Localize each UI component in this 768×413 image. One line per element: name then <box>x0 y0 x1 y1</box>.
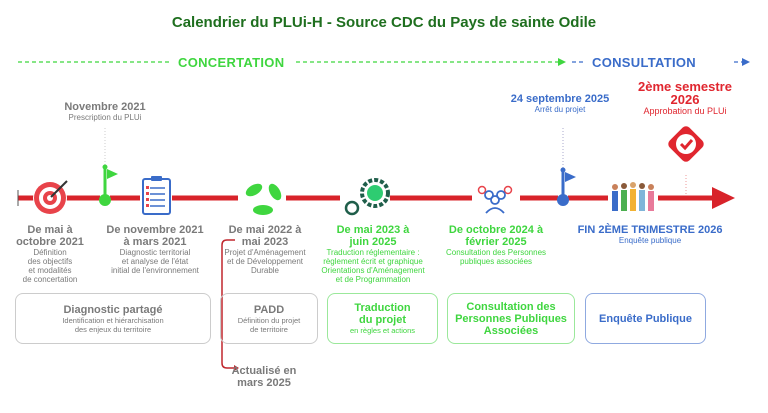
phase-box-padd: PADD Définition du projet de territoire <box>220 293 318 344</box>
box-title: Enquête Publique <box>599 312 692 325</box>
recycle-leaves-icon <box>238 178 286 218</box>
step-3: De mai 2022 à mai 2023 Projet d'Aménagem… <box>215 224 315 275</box>
phase-concertation: CONCERTATION <box>178 55 285 70</box>
step-6: FIN 2ÈME TRIMESTRE 2026 Enquête publique <box>560 224 740 245</box>
box-title: Consultation des <box>466 300 556 313</box>
step-desc: publiques associées <box>459 257 533 266</box>
step-date: De novembre 2021 <box>106 224 204 236</box>
step-1: De mai à octobre 2021 Définition des obj… <box>10 224 90 284</box>
step-date: octobre 2021 <box>16 236 84 248</box>
phase-consultation: CONSULTATION <box>592 55 696 70</box>
box-title: du projet <box>358 314 407 326</box>
step-desc: et analyse de l'état <box>121 257 189 266</box>
page-title: Calendrier du PLUi-H - Source CDC du Pay… <box>171 14 597 31</box>
step-date: De mai 2023 à <box>336 224 410 236</box>
step-date: De mai à <box>27 224 73 236</box>
step-desc: Projet d'Aménagement <box>224 248 306 257</box>
step-desc: et de Programmation <box>335 275 411 284</box>
box-title: PADD <box>253 303 285 316</box>
box-title: Traduction <box>354 302 411 314</box>
step-5: De octobre 2024 à février 2025 Consultat… <box>436 224 556 266</box>
box-title: Associées <box>483 324 539 337</box>
milestone-date: 2026 <box>670 92 700 107</box>
phase-box-consultation-ppa: Consultation des Personnes Publiques Ass… <box>447 293 575 344</box>
gears-icon <box>340 176 390 216</box>
step-date: février 2025 <box>465 236 527 248</box>
blue-flag-icon <box>557 167 576 210</box>
crowd-icon <box>608 180 658 216</box>
box-sub: des enjeux du territoire <box>74 324 152 334</box>
update-note: Actualisé en mars 2025 <box>228 365 300 389</box>
step-date: à mars 2021 <box>123 236 187 248</box>
step-date: De mai 2022 à <box>228 224 302 236</box>
step-desc: des objectifs <box>27 257 73 266</box>
target-icon <box>33 180 68 215</box>
step-date: FIN 2ÈME TRIMESTRE 2026 <box>577 224 723 236</box>
box-sub: en règles et actions <box>349 326 416 335</box>
step-desc: Orientations d'Aménagement <box>321 266 425 275</box>
step-desc: Consultation des Personnes <box>445 248 547 257</box>
milestone-prescription: Novembre 2021 Prescription du PLUi <box>40 101 170 122</box>
update-connector <box>221 239 239 371</box>
milestone-approbation: 2ème semestre 2026 Approbation du PLUi <box>615 80 755 116</box>
box-title: Personnes Publiques <box>455 312 567 325</box>
phase-lines <box>18 58 750 66</box>
approval-check-icon <box>668 126 704 162</box>
milestone-desc: Arrêt du projet <box>534 105 586 114</box>
step-desc: Diagnostic territorial <box>119 248 191 257</box>
box-sub: Identification et hiérarchisation <box>62 315 164 325</box>
milestone-date: Novembre 2021 <box>64 101 146 113</box>
step-2: De novembre 2021 à mars 2021 Diagnostic … <box>100 224 210 275</box>
step-desc: et modalités <box>28 266 72 275</box>
box-title: Diagnostic partagé <box>63 303 163 316</box>
phase-box-diagnostic: Diagnostic partagé Identification et hié… <box>15 293 211 344</box>
step-date: mai 2023 <box>241 236 289 248</box>
step-desc: initial de l'environnement <box>111 266 199 275</box>
milestone-date: 24 septembre 2025 <box>510 93 610 105</box>
step-desc: Définition <box>33 248 67 257</box>
phase-box-enquete: Enquête Publique <box>585 293 706 344</box>
step-desc: de concertation <box>22 275 78 284</box>
step-desc: Durable <box>250 266 279 275</box>
update-note-line: Actualisé en <box>231 365 297 377</box>
green-flag-icon <box>99 164 118 211</box>
step-desc: Traduction réglementaire : <box>326 248 420 257</box>
box-sub: de territoire <box>250 324 288 334</box>
people-group-icon <box>472 182 520 214</box>
step-desc: Enquête publique <box>618 236 682 245</box>
milestone-date: 2ème semestre <box>638 79 732 94</box>
timeline <box>17 126 735 218</box>
milestone-desc: Approbation du PLUi <box>643 106 727 116</box>
phase-box-traduction: Traduction du projet en règles et action… <box>327 293 438 344</box>
step-date: De octobre 2024 à <box>448 224 544 236</box>
step-desc: règlement écrit et graphique <box>323 257 423 266</box>
milestone-desc: Prescription du PLUi <box>68 113 142 122</box>
milestone-arret: 24 septembre 2025 Arrêt du projet <box>490 93 630 114</box>
update-note-line: mars 2025 <box>237 377 291 389</box>
box-sub: Définition du projet <box>237 315 301 325</box>
step-4: De mai 2023 à juin 2025 Traduction régle… <box>318 224 428 284</box>
step-date: juin 2025 <box>349 236 397 248</box>
clipboard-icon <box>140 176 172 216</box>
step-desc: et de Développement <box>226 257 304 266</box>
